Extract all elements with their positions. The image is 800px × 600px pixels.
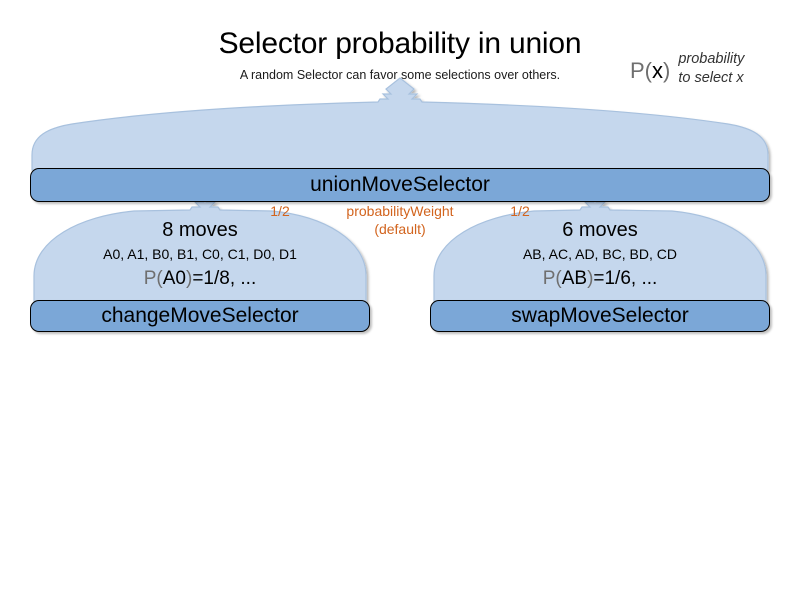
- swap-selector-probability: P(AB)=1/6, ...: [460, 267, 740, 291]
- node-union-move-selector-label: unionMoveSelector: [310, 173, 490, 196]
- weight-right-value: 1/2: [510, 203, 530, 219]
- legend-symbol-variable: x: [652, 58, 663, 83]
- page-title: Selector probability in union: [218, 27, 582, 60]
- header: Selector probability in union A random S…: [0, 0, 800, 100]
- change-selector-moves-list: A0, A1, B0, B1, C0, C1, D0, D1: [103, 246, 297, 262]
- weight-property-name: probabilityWeight: [346, 203, 454, 219]
- legend: P(x) probability to select x: [630, 50, 744, 88]
- node-swap-move-selector-label: swapMoveSelector: [511, 304, 689, 327]
- swap-selector-moves-list: AB, AC, AD, BC, BD, CD: [522, 246, 678, 262]
- legend-symbol-suffix: ): [663, 58, 671, 83]
- swap-probability-prefix: P(: [542, 268, 562, 289]
- change-probability-variable: A0: [162, 268, 186, 289]
- node-union-move-selector[interactable]: unionMoveSelector: [30, 168, 770, 202]
- change-probability-value: =1/8, ...: [192, 268, 257, 289]
- node-change-move-selector[interactable]: changeMoveSelector: [30, 300, 370, 332]
- legend-description: probability to select x: [678, 50, 744, 88]
- page-subtitle: A random Selector can favor some selecti…: [239, 68, 561, 82]
- swap-selector-moves-count: 6 moves: [562, 219, 638, 241]
- legend-description-line-1: probability: [678, 51, 745, 67]
- change-selector-probability: P(A0)=1/8, ...: [60, 267, 340, 291]
- swap-probability-variable: AB: [561, 268, 588, 289]
- change-probability-prefix: P(: [143, 268, 163, 289]
- swap-probability-value: =1/6, ...: [593, 268, 658, 289]
- node-swap-move-selector[interactable]: swapMoveSelector: [430, 300, 770, 332]
- weight-default-qualifier: (default): [374, 221, 426, 237]
- weight-left-value: 1/2: [270, 203, 290, 219]
- swap-probability-suffix: ): [587, 268, 594, 289]
- legend-symbol: P(x): [630, 50, 670, 84]
- node-change-move-selector-label: changeMoveSelector: [101, 304, 299, 327]
- change-selector-moves-count: 8 moves: [162, 219, 238, 241]
- legend-symbol-prefix: P(: [630, 58, 652, 83]
- change-probability-suffix: ): [186, 268, 193, 289]
- legend-description-line-2: to select x: [678, 70, 744, 86]
- union-cloud-shape: [31, 77, 769, 171]
